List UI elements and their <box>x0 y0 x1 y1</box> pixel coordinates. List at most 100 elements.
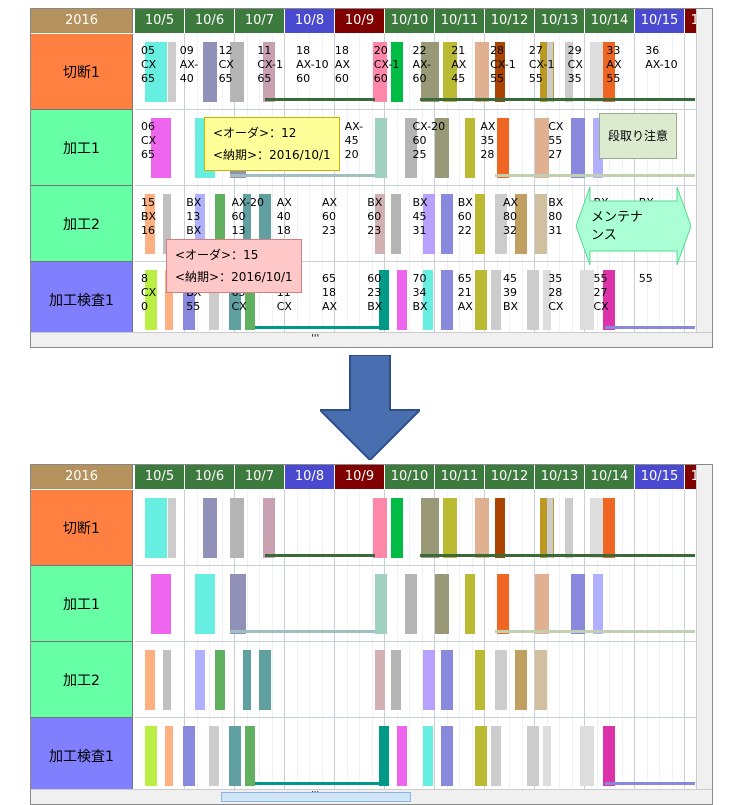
task-bar[interactable] <box>535 574 549 634</box>
task-bar[interactable] <box>497 574 509 634</box>
task-bar[interactable] <box>230 574 246 634</box>
task-bar[interactable] <box>375 118 387 178</box>
task-bar[interactable] <box>229 726 241 786</box>
task-bar[interactable] <box>435 118 449 178</box>
task-bar[interactable] <box>195 650 205 710</box>
task-bar[interactable] <box>375 194 385 254</box>
task-bar[interactable] <box>263 498 275 558</box>
task-bar[interactable] <box>491 726 501 786</box>
task-bar[interactable] <box>405 574 417 634</box>
task-bar[interactable] <box>535 194 547 254</box>
task-bar[interactable] <box>441 726 453 786</box>
task-bar[interactable] <box>145 726 157 786</box>
task-bar[interactable] <box>245 726 255 786</box>
task-bar[interactable] <box>527 726 539 786</box>
task-bar[interactable] <box>379 270 389 330</box>
task-bar[interactable] <box>391 194 401 254</box>
task-bar[interactable] <box>379 726 389 786</box>
task-bar[interactable] <box>495 194 507 254</box>
task-bar[interactable] <box>475 726 487 786</box>
task-bar[interactable] <box>443 498 457 558</box>
task-bar[interactable] <box>565 498 573 558</box>
task-bar[interactable] <box>580 726 594 786</box>
task-bar[interactable] <box>405 118 417 178</box>
task-bar[interactable] <box>373 498 387 558</box>
task-bar[interactable] <box>391 650 401 710</box>
task-bar[interactable] <box>475 42 489 102</box>
task-bar[interactable] <box>421 498 439 558</box>
task-bar[interactable] <box>547 42 553 102</box>
task-bar[interactable] <box>375 650 385 710</box>
task-bar[interactable] <box>475 498 489 558</box>
task-bar[interactable] <box>165 270 173 330</box>
task-bar[interactable] <box>435 574 449 634</box>
task-bar[interactable] <box>547 498 553 558</box>
task-bar[interactable] <box>259 650 271 710</box>
task-bar[interactable] <box>151 118 171 178</box>
task-bar[interactable] <box>421 42 439 102</box>
resource-row-label[interactable]: 切断1 <box>31 490 133 566</box>
scroll-thumb-glyph[interactable]: ''' <box>311 333 320 344</box>
task-bar[interactable] <box>441 270 453 330</box>
task-bar[interactable] <box>535 118 549 178</box>
task-bar[interactable] <box>543 726 551 786</box>
task-bar[interactable] <box>565 42 573 102</box>
scroll-thumb[interactable] <box>221 792 411 802</box>
task-bar[interactable] <box>603 498 615 558</box>
task-bar[interactable] <box>465 118 475 178</box>
task-bar[interactable] <box>373 42 387 102</box>
task-bar[interactable] <box>495 498 505 558</box>
resource-row-label[interactable]: 加工検査1 <box>31 718 133 794</box>
resource-row-label[interactable]: 加工1 <box>31 110 133 186</box>
task-bar[interactable] <box>603 726 615 786</box>
task-bar[interactable] <box>423 270 433 330</box>
task-bar[interactable] <box>263 42 275 102</box>
task-bar[interactable] <box>590 42 604 102</box>
task-bar[interactable] <box>443 42 457 102</box>
task-bar[interactable] <box>145 194 155 254</box>
task-bar[interactable] <box>580 270 594 330</box>
task-bar[interactable] <box>165 726 173 786</box>
task-bar[interactable] <box>465 574 475 634</box>
task-bar[interactable] <box>495 42 505 102</box>
task-bar[interactable] <box>593 118 603 178</box>
task-bar[interactable] <box>215 650 225 710</box>
task-bar[interactable] <box>145 270 157 330</box>
task-bar[interactable] <box>441 650 453 710</box>
task-bar[interactable] <box>195 574 215 634</box>
task-bar[interactable] <box>203 498 217 558</box>
task-bar[interactable] <box>375 574 387 634</box>
task-bar[interactable] <box>168 498 176 558</box>
task-bar[interactable] <box>397 270 407 330</box>
resource-row-label[interactable]: 加工2 <box>31 186 133 262</box>
task-bar[interactable] <box>515 194 527 254</box>
task-bar[interactable] <box>209 726 219 786</box>
task-bar[interactable] <box>183 726 195 786</box>
task-bar[interactable] <box>391 42 403 102</box>
task-bar[interactable] <box>163 650 171 710</box>
task-bar[interactable] <box>475 270 487 330</box>
task-bar[interactable] <box>491 270 501 330</box>
task-bar[interactable] <box>590 498 604 558</box>
task-bar[interactable] <box>230 498 244 558</box>
task-bar[interactable] <box>203 42 217 102</box>
task-bar[interactable] <box>243 194 251 254</box>
task-bar[interactable] <box>195 194 205 254</box>
task-bar[interactable] <box>230 42 244 102</box>
task-bar[interactable] <box>603 270 615 330</box>
task-bar[interactable] <box>603 42 615 102</box>
task-bar[interactable] <box>145 650 155 710</box>
task-bar[interactable] <box>145 498 167 558</box>
task-bar[interactable] <box>441 194 453 254</box>
task-bar[interactable] <box>535 650 547 710</box>
resource-row-label[interactable]: 加工検査1 <box>31 262 133 338</box>
task-bar[interactable] <box>397 726 407 786</box>
horizontal-scrollbar[interactable]: ''' <box>31 789 712 804</box>
task-bar[interactable] <box>243 650 251 710</box>
task-bar[interactable] <box>571 118 585 178</box>
resource-row-label[interactable]: 加工1 <box>31 566 133 642</box>
schedule-grid[interactable] <box>135 490 698 790</box>
task-bar[interactable] <box>423 650 435 710</box>
resource-row-label[interactable]: 加工2 <box>31 642 133 718</box>
task-bar[interactable] <box>475 650 485 710</box>
